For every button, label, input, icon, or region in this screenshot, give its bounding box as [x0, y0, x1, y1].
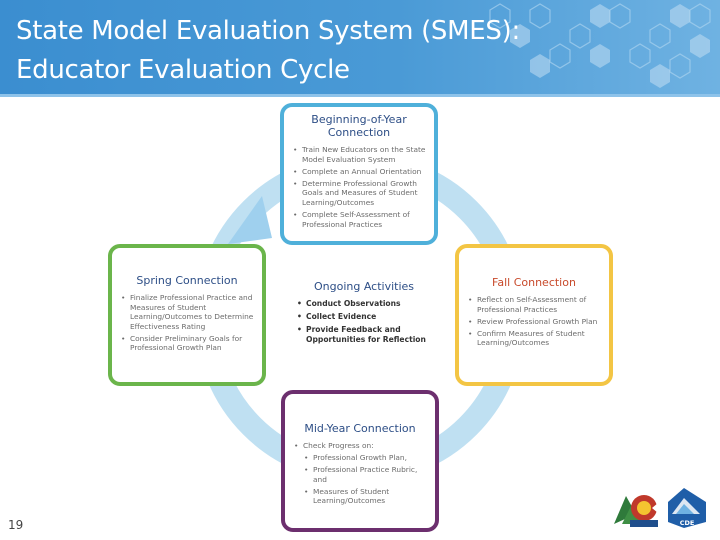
- list-item: Determine Professional Growth Goals and …: [292, 179, 426, 208]
- list-item: Collect Evidence: [294, 312, 434, 322]
- ongoing-activities-title: Ongoing Activities: [313, 280, 415, 293]
- ongoing-activities: Ongoing Activities Conduct Observations …: [294, 280, 434, 348]
- list-item: Reflect on Self-Assessment of Profession…: [467, 295, 601, 314]
- list-item: Train New Educators on the State Model E…: [292, 145, 426, 164]
- list-item: Confirm Measures of Student Learning/Out…: [467, 329, 601, 348]
- mid-year-connection-list: Check Progress on: Professional Growth P…: [293, 441, 427, 506]
- slide-number: 19: [8, 518, 24, 532]
- list-item: Provide Feedback and Opportunities for R…: [294, 325, 434, 345]
- beginning-of-year-list: Train New Educators on the State Model E…: [292, 145, 426, 229]
- spring-connection-card: Spring Connection Finalize Professional …: [108, 244, 266, 386]
- mid-year-connection-title: Mid-Year Connection: [304, 422, 416, 435]
- fall-connection-card: Fall Connection Reflect on Self-Assessme…: [455, 244, 613, 386]
- list-item: Check Progress on:: [293, 441, 427, 451]
- list-item: Complete Self-Assessment of Professional…: [292, 210, 426, 229]
- mid-year-connection-card: Mid-Year Connection Check Progress on: P…: [281, 390, 439, 532]
- ongoing-activities-list: Conduct Observations Collect Evidence Pr…: [294, 299, 434, 345]
- header-divider: [0, 94, 720, 97]
- colorado-logo-icon: [614, 495, 664, 527]
- list-item: Review Professional Growth Plan: [467, 317, 601, 327]
- list-item: Consider Preliminary Goals for Professio…: [120, 334, 254, 353]
- beginning-of-year-card: Beginning-of-Year Connection Train New E…: [280, 103, 438, 245]
- cde-logo-icon: CDE: [668, 488, 706, 528]
- logos: CDE: [614, 488, 706, 528]
- spring-connection-title: Spring Connection: [136, 274, 238, 287]
- fall-connection-title: Fall Connection: [492, 276, 576, 289]
- list-item: Complete an Annual Orientation: [292, 167, 426, 177]
- list-item: Conduct Observations: [294, 299, 434, 309]
- fall-connection-list: Reflect on Self-Assessment of Profession…: [467, 295, 601, 348]
- list-subitem: Professional Practice Rubric, and: [293, 465, 427, 484]
- list-subitem: Professional Growth Plan,: [293, 453, 427, 463]
- cde-logo-text: CDE: [680, 519, 695, 527]
- spring-connection-list: Finalize Professional Practice and Measu…: [120, 293, 254, 353]
- beginning-of-year-title: Beginning-of-Year Connection: [311, 113, 407, 139]
- slide-title: State Model Evaluation System (SMES): Ed…: [16, 16, 520, 85]
- slide-header: State Model Evaluation System (SMES): Ed…: [0, 0, 720, 94]
- list-subitem: Measures of Student Learning/Outcomes: [293, 487, 427, 506]
- cycle-arrow-icon: [228, 196, 272, 244]
- hexagon-pattern-decoration: [489, 3, 711, 88]
- list-item: Finalize Professional Practice and Measu…: [120, 293, 254, 331]
